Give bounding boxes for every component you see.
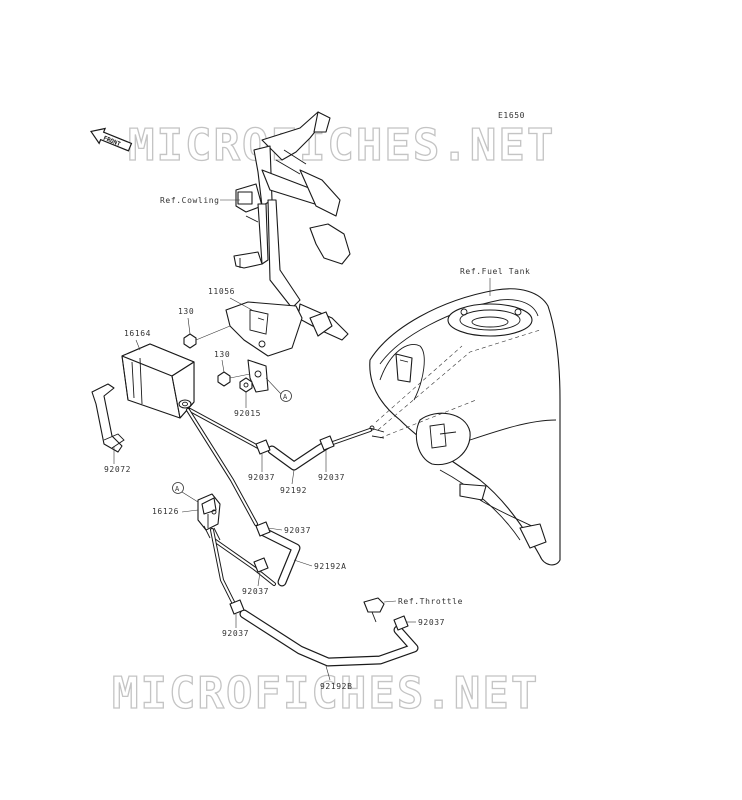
callout-a-lower: A xyxy=(172,482,184,494)
part-92072-label: 92072 xyxy=(104,465,131,474)
cowling-stay-frame xyxy=(233,111,351,341)
canister-strap xyxy=(91,383,125,453)
nut-92015 xyxy=(239,377,253,393)
fuel-tank xyxy=(369,288,561,566)
svg-text:A: A xyxy=(283,393,288,401)
front-arrow-icon: FRONT xyxy=(90,127,133,152)
part-16126-label: 16126 xyxy=(152,507,179,516)
part-92037-a-label: 92037 xyxy=(248,473,275,482)
part-92037-e-label: 92037 xyxy=(222,629,249,638)
ref-throttle-label: Ref.Throttle xyxy=(398,597,463,606)
part-92015-label: 92015 xyxy=(234,409,261,418)
charcoal-canister xyxy=(121,343,195,419)
part-11056-label: 11056 xyxy=(208,287,235,296)
watermark-bottom: MICROFICHES.NET xyxy=(112,668,539,719)
part-92192a-label: 92192A xyxy=(314,562,347,571)
svg-text:A: A xyxy=(175,485,180,493)
hose-92192a xyxy=(186,408,301,587)
part-130-upper-label: 130 xyxy=(178,307,194,316)
clamp-92037-c xyxy=(255,521,271,537)
part-92192b-label: 92192B xyxy=(320,682,353,691)
part-16164-label: 16164 xyxy=(124,329,151,338)
tank-fitting xyxy=(369,425,385,439)
part-130-lower-label: 130 xyxy=(214,350,230,359)
part-92192-label: 92192 xyxy=(280,486,307,495)
clamp-92037-d xyxy=(253,557,269,573)
watermark-top: MICROFICHES.NET xyxy=(128,120,555,171)
part-92037-b-label: 92037 xyxy=(318,473,345,482)
part-92037-d-label: 92037 xyxy=(242,587,269,596)
ref-fuel-tank-label: Ref.Fuel Tank xyxy=(460,267,530,276)
clamp-92037-b xyxy=(319,435,335,451)
bolt-130-lower xyxy=(217,371,231,387)
bolt-130-upper xyxy=(183,333,197,349)
hose-92192b xyxy=(210,528,419,667)
clamp-92037-e xyxy=(229,599,245,615)
solenoid-valve-16126 xyxy=(197,493,221,541)
part-92037-c-label: 92037 xyxy=(284,526,311,535)
throttle-fitting xyxy=(363,597,385,623)
clamp-92037-f xyxy=(393,615,409,631)
callout-a-upper: A xyxy=(280,390,292,402)
part-92037-f-label: 92037 xyxy=(418,618,445,627)
diagram-code: E1650 xyxy=(498,111,525,120)
ref-cowling-label: Ref.Cowling xyxy=(160,196,220,205)
clamp-92037-a xyxy=(255,439,271,455)
front-label: FRONT xyxy=(102,135,122,148)
canister-bracket xyxy=(225,301,303,393)
